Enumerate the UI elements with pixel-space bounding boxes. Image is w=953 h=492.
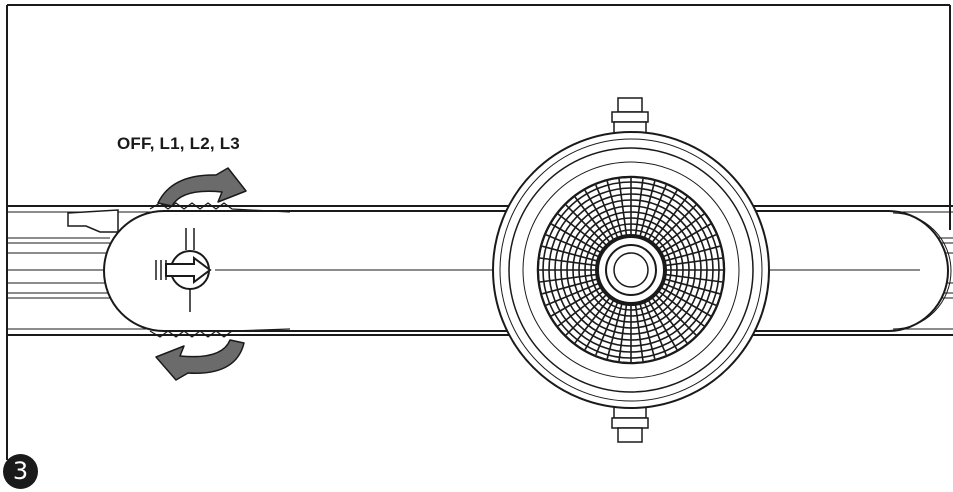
reflector-spoke: [557, 213, 605, 250]
reflector-spoke: [595, 184, 619, 239]
reflector-spoke: [574, 196, 611, 244]
reflector-spoke: [663, 278, 721, 295]
reflector-spoke: [660, 223, 712, 254]
reflector-spoke: [663, 245, 721, 262]
reflector-spoke: [651, 296, 688, 344]
reflector-spoke: [606, 180, 623, 238]
reflector-spoke: [639, 302, 656, 360]
adapter-lever: [67, 209, 119, 233]
mounting-bracket-bottom: [611, 405, 649, 443]
reflector-spoke: [618, 303, 628, 362]
reflector-spoke: [654, 293, 697, 336]
mounting-bracket-top: [611, 97, 649, 135]
reflector-spoke: [539, 257, 598, 267]
rotation-knob-top: [149, 202, 291, 213]
reflector-spoke: [539, 273, 598, 283]
phase-arrow-icon: [155, 228, 212, 312]
reflector-spoke: [574, 296, 611, 344]
reflector-spoke: [654, 204, 697, 247]
reflector-spoke: [557, 290, 605, 327]
frame: [6, 4, 951, 460]
reflector-spoke: [647, 299, 678, 351]
reflector-spoke: [664, 257, 723, 267]
reflector-spoke: [662, 234, 717, 258]
reflector-spoke: [541, 278, 599, 295]
step-number-badge: 3: [3, 454, 38, 489]
reflector-spoke: [550, 223, 602, 254]
reflector-spoke: [584, 299, 615, 351]
reflector-spoke: [657, 213, 705, 250]
reflector-spoke: [565, 204, 608, 247]
reflector-spoke: [662, 282, 717, 306]
reflector-spoke: [618, 178, 628, 237]
reflector-spoke: [634, 178, 644, 237]
reflector-spoke: [664, 273, 723, 283]
reflector-spoke: [595, 301, 619, 356]
reflector-spoke: [660, 286, 712, 317]
reflector-spoke: [647, 189, 678, 241]
switch-positions-label: OFF, L1, L2, L3: [117, 134, 240, 153]
reflector-spoke: [584, 189, 615, 241]
reflector-spoke: [565, 293, 608, 336]
reflector-spoke: [643, 301, 667, 356]
reflector-spoke: [545, 234, 600, 258]
reflector-spoke: [634, 303, 644, 362]
reflector-spoke: [643, 184, 667, 239]
reflector-spoke: [639, 180, 656, 238]
rotation-knob-bottom: [149, 328, 291, 338]
led-lens: [595, 234, 667, 306]
reflector-spoke: [550, 286, 602, 317]
reflector-spoke: [606, 302, 623, 360]
rotate-arrow-counterclockwise-icon: [155, 339, 245, 381]
reflector-spoke: [545, 282, 600, 306]
reflector-spoke: [541, 245, 599, 262]
reflector-spoke: [651, 196, 688, 244]
reflector-spoke: [657, 290, 705, 327]
rotate-arrow-clockwise-icon: [157, 167, 247, 207]
